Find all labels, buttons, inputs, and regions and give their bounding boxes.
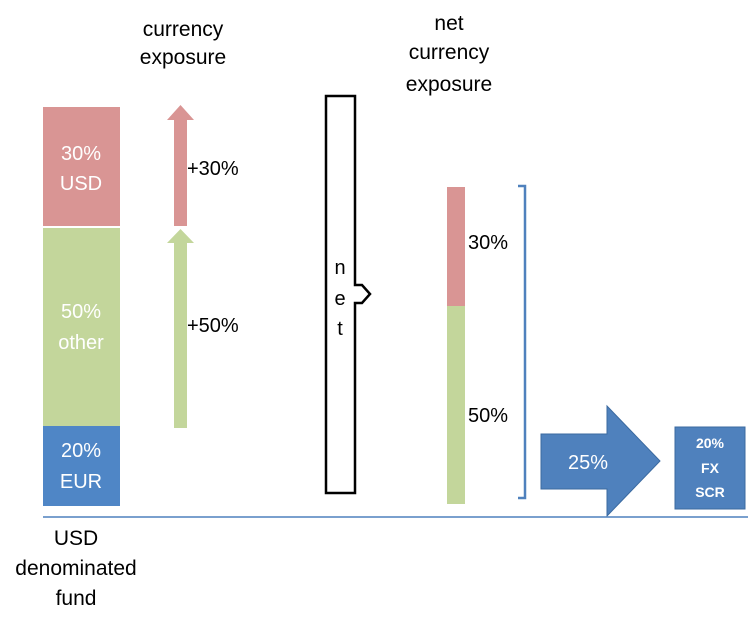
fund-usd-name: USD bbox=[60, 173, 102, 195]
fx-scr-pct: 20% bbox=[696, 435, 725, 451]
fx-shock-arrow bbox=[540, 404, 661, 518]
fund-eur-name: EUR bbox=[60, 471, 102, 493]
fund-segment-eur bbox=[43, 426, 120, 506]
fund-segment-other bbox=[43, 228, 120, 426]
currency-exposure-heading-line-2: exposure bbox=[140, 46, 226, 69]
fund-segment-usd bbox=[43, 107, 120, 226]
net-currency-exposure-heading-line-1: net bbox=[434, 12, 463, 35]
fund-usd-pct: 30% bbox=[61, 143, 101, 165]
fund-caption-line-1: USD bbox=[54, 527, 98, 550]
net-currency-exposure-heading-line-3: exposure bbox=[406, 73, 492, 96]
net-currency-exposure-heading-line-2: currency bbox=[409, 41, 490, 64]
usd-exposure-label: +30% bbox=[187, 158, 239, 180]
fund-caption-line-3: fund bbox=[56, 587, 97, 610]
net-other-label: 50% bbox=[468, 405, 508, 427]
net-notched-arrow bbox=[324, 94, 372, 495]
net-usd-label: 30% bbox=[468, 232, 508, 254]
fund-other-pct: 50% bbox=[61, 301, 101, 323]
net-segment-usd bbox=[447, 187, 465, 306]
fund-other-name: other bbox=[58, 332, 104, 354]
other-exposure-label: +50% bbox=[187, 315, 239, 337]
net-letter-t: t bbox=[337, 318, 343, 340]
other-exposure-arrow bbox=[167, 229, 194, 428]
net-segment-other bbox=[447, 306, 465, 504]
fx-scr-line-fx: FX bbox=[701, 460, 720, 476]
fund-caption-line-2: denominated bbox=[15, 557, 136, 580]
currency-exposure-heading-line-1: currency bbox=[143, 18, 224, 41]
fx-shock-label: 25% bbox=[568, 452, 608, 474]
net-exposure-bracket bbox=[518, 184, 527, 500]
fx-scr-box bbox=[674, 426, 746, 510]
fund-eur-pct: 20% bbox=[61, 440, 101, 462]
usd-exposure-arrow bbox=[167, 105, 194, 226]
net-letter-e: e bbox=[334, 288, 345, 310]
net-letter-n: n bbox=[334, 257, 345, 279]
fx-scr-line-scr: SCR bbox=[695, 484, 725, 500]
